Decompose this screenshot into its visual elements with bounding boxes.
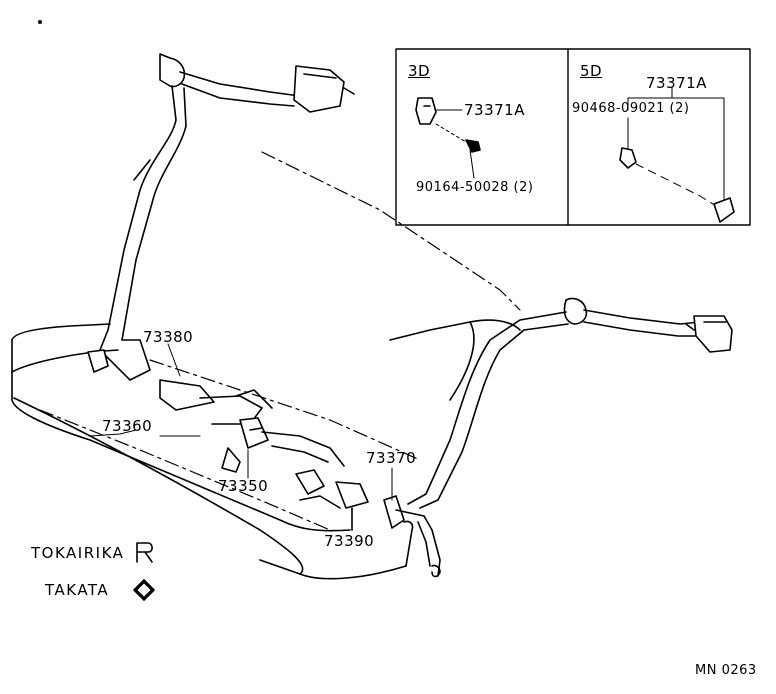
seat-back-reference-lines	[39, 151, 521, 531]
seat-cushion	[11, 319, 521, 580]
center-buckle-assembly	[159, 379, 369, 531]
inset-3d-part-90164: 90164-50028 (2)	[416, 180, 534, 195]
inset-3d-detail	[415, 97, 481, 179]
corner-mark	[37, 19, 42, 24]
leader-lines	[89, 343, 393, 531]
label-73350: 73350	[218, 477, 269, 495]
tokairika-mark	[136, 542, 153, 563]
brand-tokairika: TOKAIRIKA	[31, 544, 125, 562]
drawing-code: MN 0263	[695, 663, 757, 678]
right-shoulder-belt	[383, 297, 733, 578]
inset-5d-detail	[619, 87, 735, 223]
label-73360: 73360	[102, 417, 153, 435]
label-73380: 73380	[143, 328, 194, 346]
label-73370: 73370	[366, 449, 417, 467]
label-73390: 73390	[324, 532, 375, 550]
inset-frame	[395, 48, 751, 226]
brand-takata: TAKATA	[45, 581, 110, 599]
inset-5d-title: 5D	[580, 62, 603, 80]
inset-5d-part-73371a: 73371A	[646, 74, 707, 92]
inset-3d-title: 3D	[408, 62, 431, 80]
takata-mark	[133, 579, 155, 601]
left-shoulder-belt	[87, 53, 355, 381]
inset-5d-part-90468: 90468-09021 (2)	[572, 101, 690, 116]
inset-3d-part-73371a: 73371A	[464, 101, 525, 119]
